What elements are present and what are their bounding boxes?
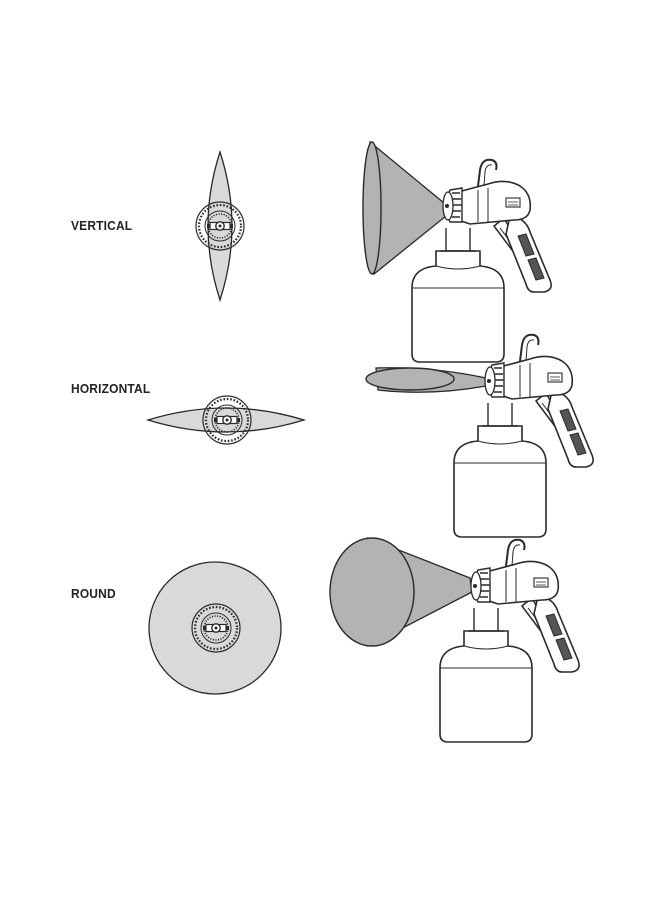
horizontal-spray-cone [365, 367, 487, 393]
spray-gun-icon [411, 158, 553, 363]
round-spray-cone [329, 537, 473, 648]
round-label: ROUND [71, 586, 116, 601]
horizontal-spray-pattern-icon [145, 394, 307, 446]
vertical-label: VERTICAL [71, 218, 133, 233]
spray-gun-icon [439, 538, 581, 743]
horizontal-label: HORIZONTAL [71, 381, 151, 396]
vertical-spray-cone [362, 140, 447, 276]
spray-gun-icon [453, 333, 595, 538]
round-spray-pattern-icon [148, 561, 282, 695]
vertical-spray-pattern-icon [194, 149, 246, 303]
